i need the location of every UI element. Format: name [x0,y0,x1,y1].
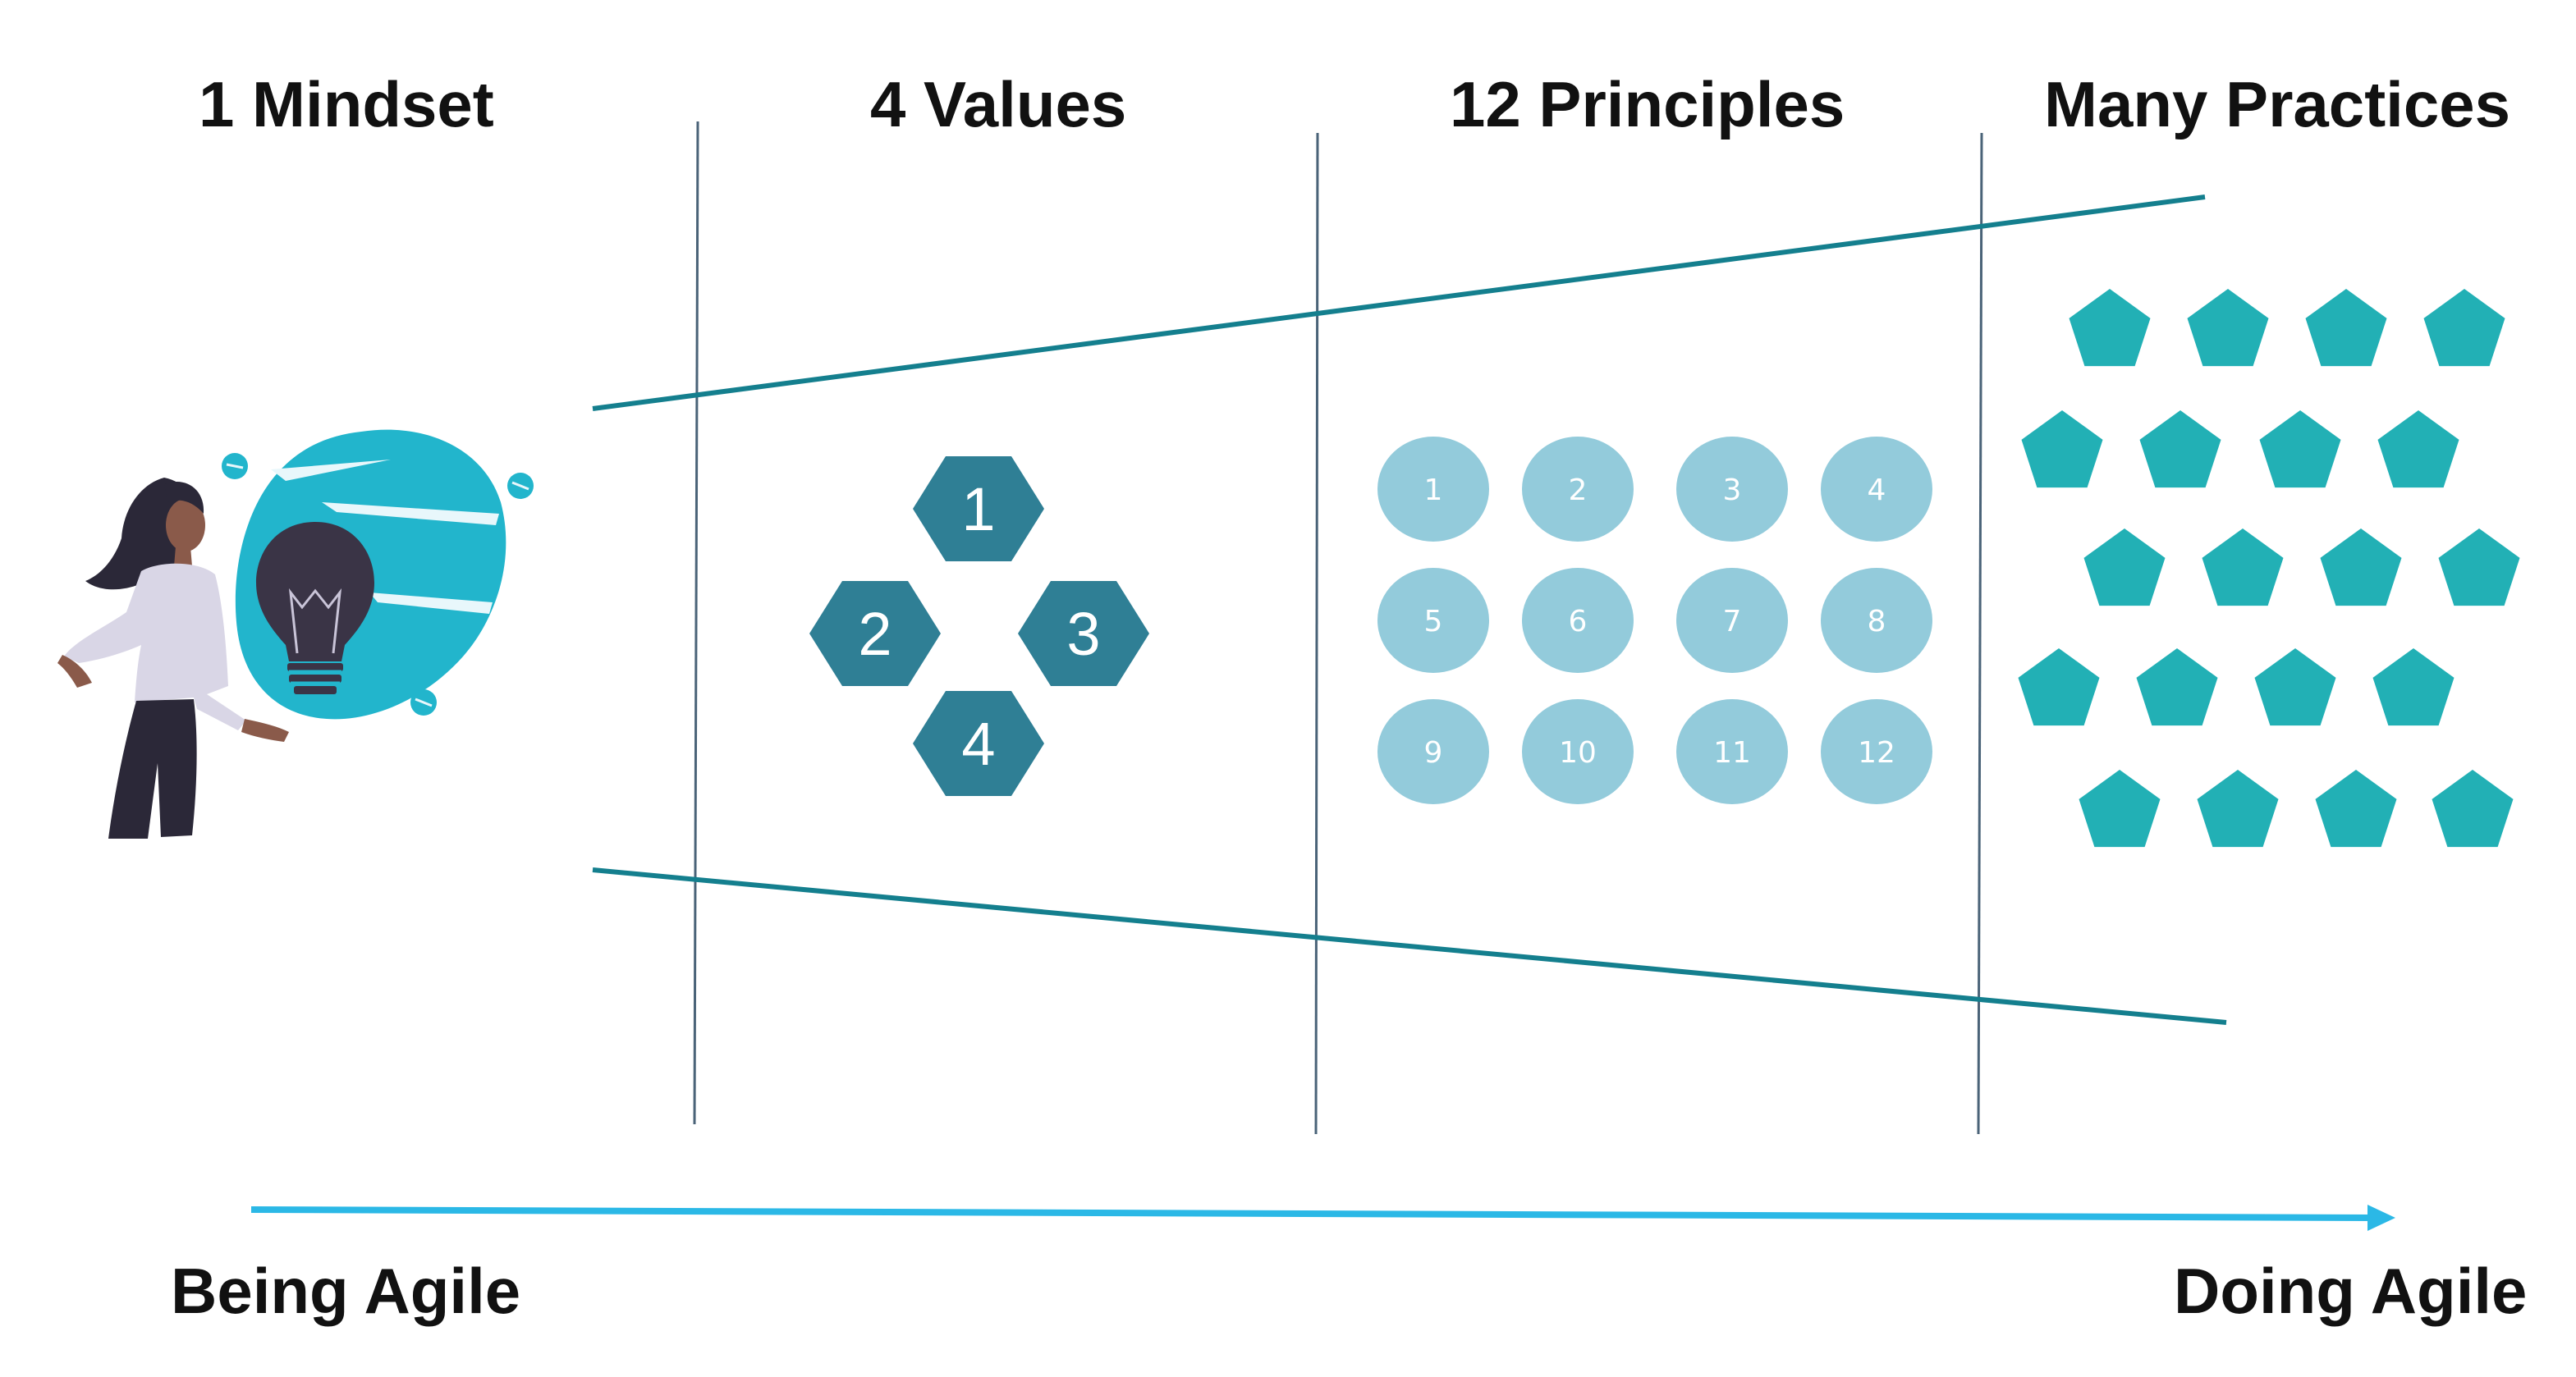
bulb-base [287,663,343,671]
arrow-shaft [250,1206,2373,1221]
values-hexagons: 1 2 3 4 [809,456,1149,796]
heading-principles: 12 Principles [1450,68,1845,140]
blob-highlight [322,502,499,525]
value-hexagon [913,456,1044,561]
principle-circle [1821,437,1932,542]
principle-circle-label: 4 [1868,473,1886,507]
neck [174,547,192,566]
practice-pentagon [2079,770,2161,848]
heading-values: 4 Values [870,68,1127,140]
principle-circle [1821,699,1932,804]
practice-pentagon [2305,289,2387,367]
trousers [108,699,197,839]
principle-circle [1522,699,1634,804]
footer-being-agile: Being Agile [171,1255,521,1327]
principle-circle-label: 11 [1713,736,1751,770]
funnel-top-line [592,194,2206,411]
value-hexagon-label: 2 [858,600,892,668]
principle-circle-label: 9 [1424,736,1443,770]
hand [241,719,289,742]
divider-line [693,121,699,1125]
value-hexagon [1018,581,1149,686]
value-hexagon-label: 3 [1066,600,1100,668]
value-hexagon-label: 1 [961,475,995,543]
principle-circle-label: 5 [1424,605,1443,638]
principle-circle-label: 12 [1858,736,1895,770]
practice-pentagon [2254,648,2336,726]
practice-pentagon [2438,528,2520,606]
practice-pentagon [2197,770,2279,848]
mindset-illustration [57,429,534,839]
practice-pentagon [2018,648,2100,726]
hair-front [164,482,204,514]
bulb-base [289,675,341,683]
practice-pentagon [2372,648,2455,726]
principle-circle-label: 3 [1723,473,1742,507]
shirt [64,563,246,730]
practice-pentagon [2069,289,2151,367]
dot-stripe [226,463,244,469]
practice-pentagon [2139,410,2221,488]
agile-arrow [250,1205,2395,1231]
divider-line [1977,132,1983,1135]
principle-circle [1821,568,1932,673]
principle-circle [1377,568,1489,673]
hair [85,478,199,590]
column-dividers [693,121,1983,1135]
principle-circle [1676,568,1788,673]
heading-mindset: 1 Mindset [199,68,494,140]
practice-pentagon [2021,410,2103,488]
woman-figure [57,478,289,839]
practice-pentagon [2259,410,2341,488]
practice-pentagon [2320,528,2402,606]
principle-circle-label: 6 [1569,605,1588,638]
lightbulb-icon [256,522,374,694]
divider-line [1314,132,1319,1135]
principle-circle-label: 10 [1559,736,1597,770]
dot-stripe [511,481,529,491]
bulb-filament [288,588,342,654]
value-hexagon [809,581,941,686]
practice-pentagon [2377,410,2459,488]
value-hexagon [913,691,1044,796]
principle-circle [1377,699,1489,804]
practice-pentagon [2432,770,2514,848]
head [166,499,205,551]
arrow-head [2367,1205,2395,1231]
practice-pentagon [2202,528,2284,606]
practice-pentagon [2083,528,2166,606]
principle-circle [1377,437,1489,542]
blob-highlight [369,592,493,614]
bulb-base [294,686,337,694]
hand [57,655,92,688]
funnel [592,194,2227,1025]
principle-circle-label: 1 [1424,473,1443,507]
practice-pentagon [2136,648,2218,726]
principle-circle-label: 7 [1723,605,1742,638]
blob-highlight [271,460,391,481]
heading-practices: Many Practices [2044,68,2510,140]
practice-pentagon [2423,289,2505,367]
principle-circle-label: 8 [1868,605,1886,638]
principle-circle [1676,437,1788,542]
practice-pentagon [2315,770,2397,848]
dot-stripe [415,698,433,707]
value-hexagon-label: 4 [961,710,995,778]
principle-circle [1522,437,1634,542]
funnel-bottom-line [592,867,2227,1025]
principle-circle [1522,568,1634,673]
footer-doing-agile: Doing Agile [2174,1255,2528,1327]
principle-circle-label: 2 [1569,473,1588,507]
practices-pentagons [2018,289,2520,848]
practice-pentagon [2187,289,2269,367]
principle-circle [1676,699,1788,804]
